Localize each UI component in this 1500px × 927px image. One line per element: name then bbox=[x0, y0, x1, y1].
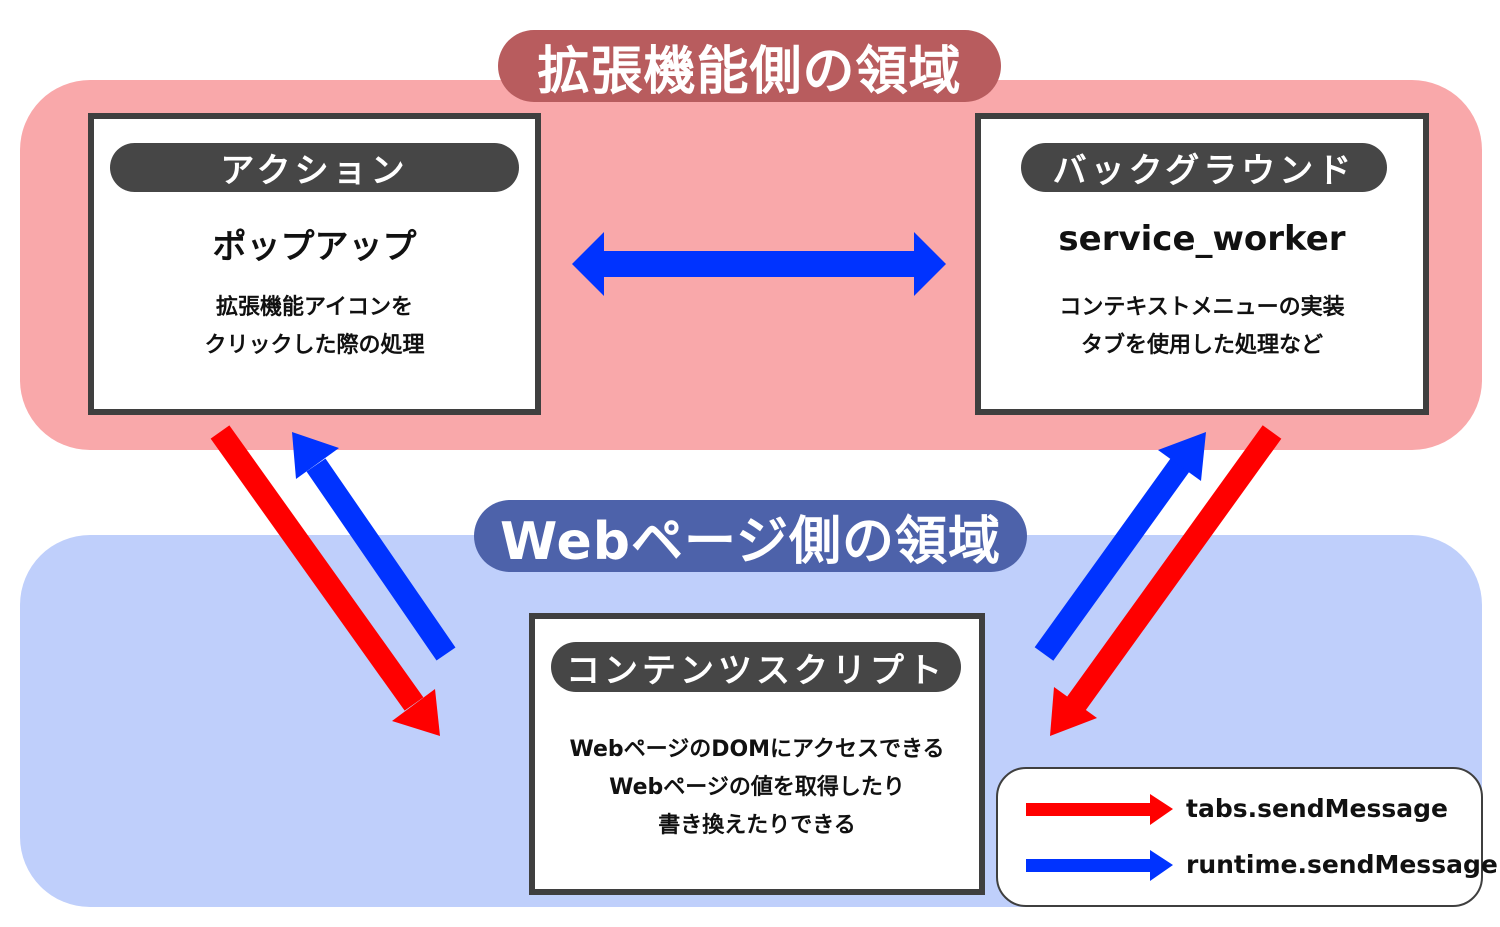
legend-swatches bbox=[1026, 794, 1173, 881]
action-box: アクション ポップアップ 拡張機能アイコンを クリックした際の処理 bbox=[88, 113, 541, 415]
legend-tabs-label: tabs.sendMessage bbox=[1186, 794, 1448, 823]
extension-region-title: 拡張機能側の領域 bbox=[498, 30, 1001, 102]
content-description-line: 書き換えたりできる bbox=[658, 813, 856, 838]
content-description-line: Webページの値を取得したり bbox=[609, 775, 905, 800]
webpage-region-title: Webページ側の領域 bbox=[474, 500, 1027, 572]
background-to-content-tabs-arrow bbox=[1050, 425, 1282, 736]
content-script-label: コンテンツスクリプト bbox=[551, 642, 961, 692]
action-label: アクション bbox=[110, 143, 519, 192]
legend-blue-arrow-icon bbox=[1026, 850, 1173, 881]
background-label: バックグラウンド bbox=[1021, 143, 1387, 192]
action-heading: ポップアップ bbox=[212, 227, 417, 267]
legend: tabs.sendMessage runtime.sendMessage bbox=[996, 767, 1498, 907]
legend-red-arrow-icon bbox=[1026, 794, 1173, 825]
action-description: 拡張機能アイコンを クリックした際の処理 bbox=[94, 289, 535, 365]
background-description-line: タブを使用した処理など bbox=[1080, 333, 1323, 358]
content-to-popup-runtime-arrow bbox=[292, 432, 456, 661]
background-box: バックグラウンド service_worker コンテキストメニューの実装 タブ… bbox=[975, 113, 1429, 415]
content-to-background-runtime-arrow bbox=[1034, 432, 1206, 661]
action-description-line: 拡張機能アイコンを bbox=[216, 295, 413, 320]
popup-to-content-tabs-arrow bbox=[210, 425, 440, 736]
action-description-line: クリックした際の処理 bbox=[204, 333, 425, 358]
content-description-line: WebページのDOMにアクセスできる bbox=[569, 737, 945, 762]
background-description-line: コンテキストメニューの実装 bbox=[1059, 295, 1345, 320]
content-script-box: コンテンツスクリプト WebページのDOMにアクセスできる Webページの値を取… bbox=[529, 613, 985, 895]
popup-background-double-arrow bbox=[572, 232, 946, 296]
legend-runtime-label: runtime.sendMessage bbox=[1186, 850, 1498, 879]
background-description: コンテキストメニューの実装 タブを使用した処理など bbox=[981, 289, 1423, 365]
content-script-description: WebページのDOMにアクセスできる Webページの値を取得したり 書き換えたり… bbox=[535, 731, 979, 845]
background-heading: service_worker bbox=[1058, 219, 1346, 259]
